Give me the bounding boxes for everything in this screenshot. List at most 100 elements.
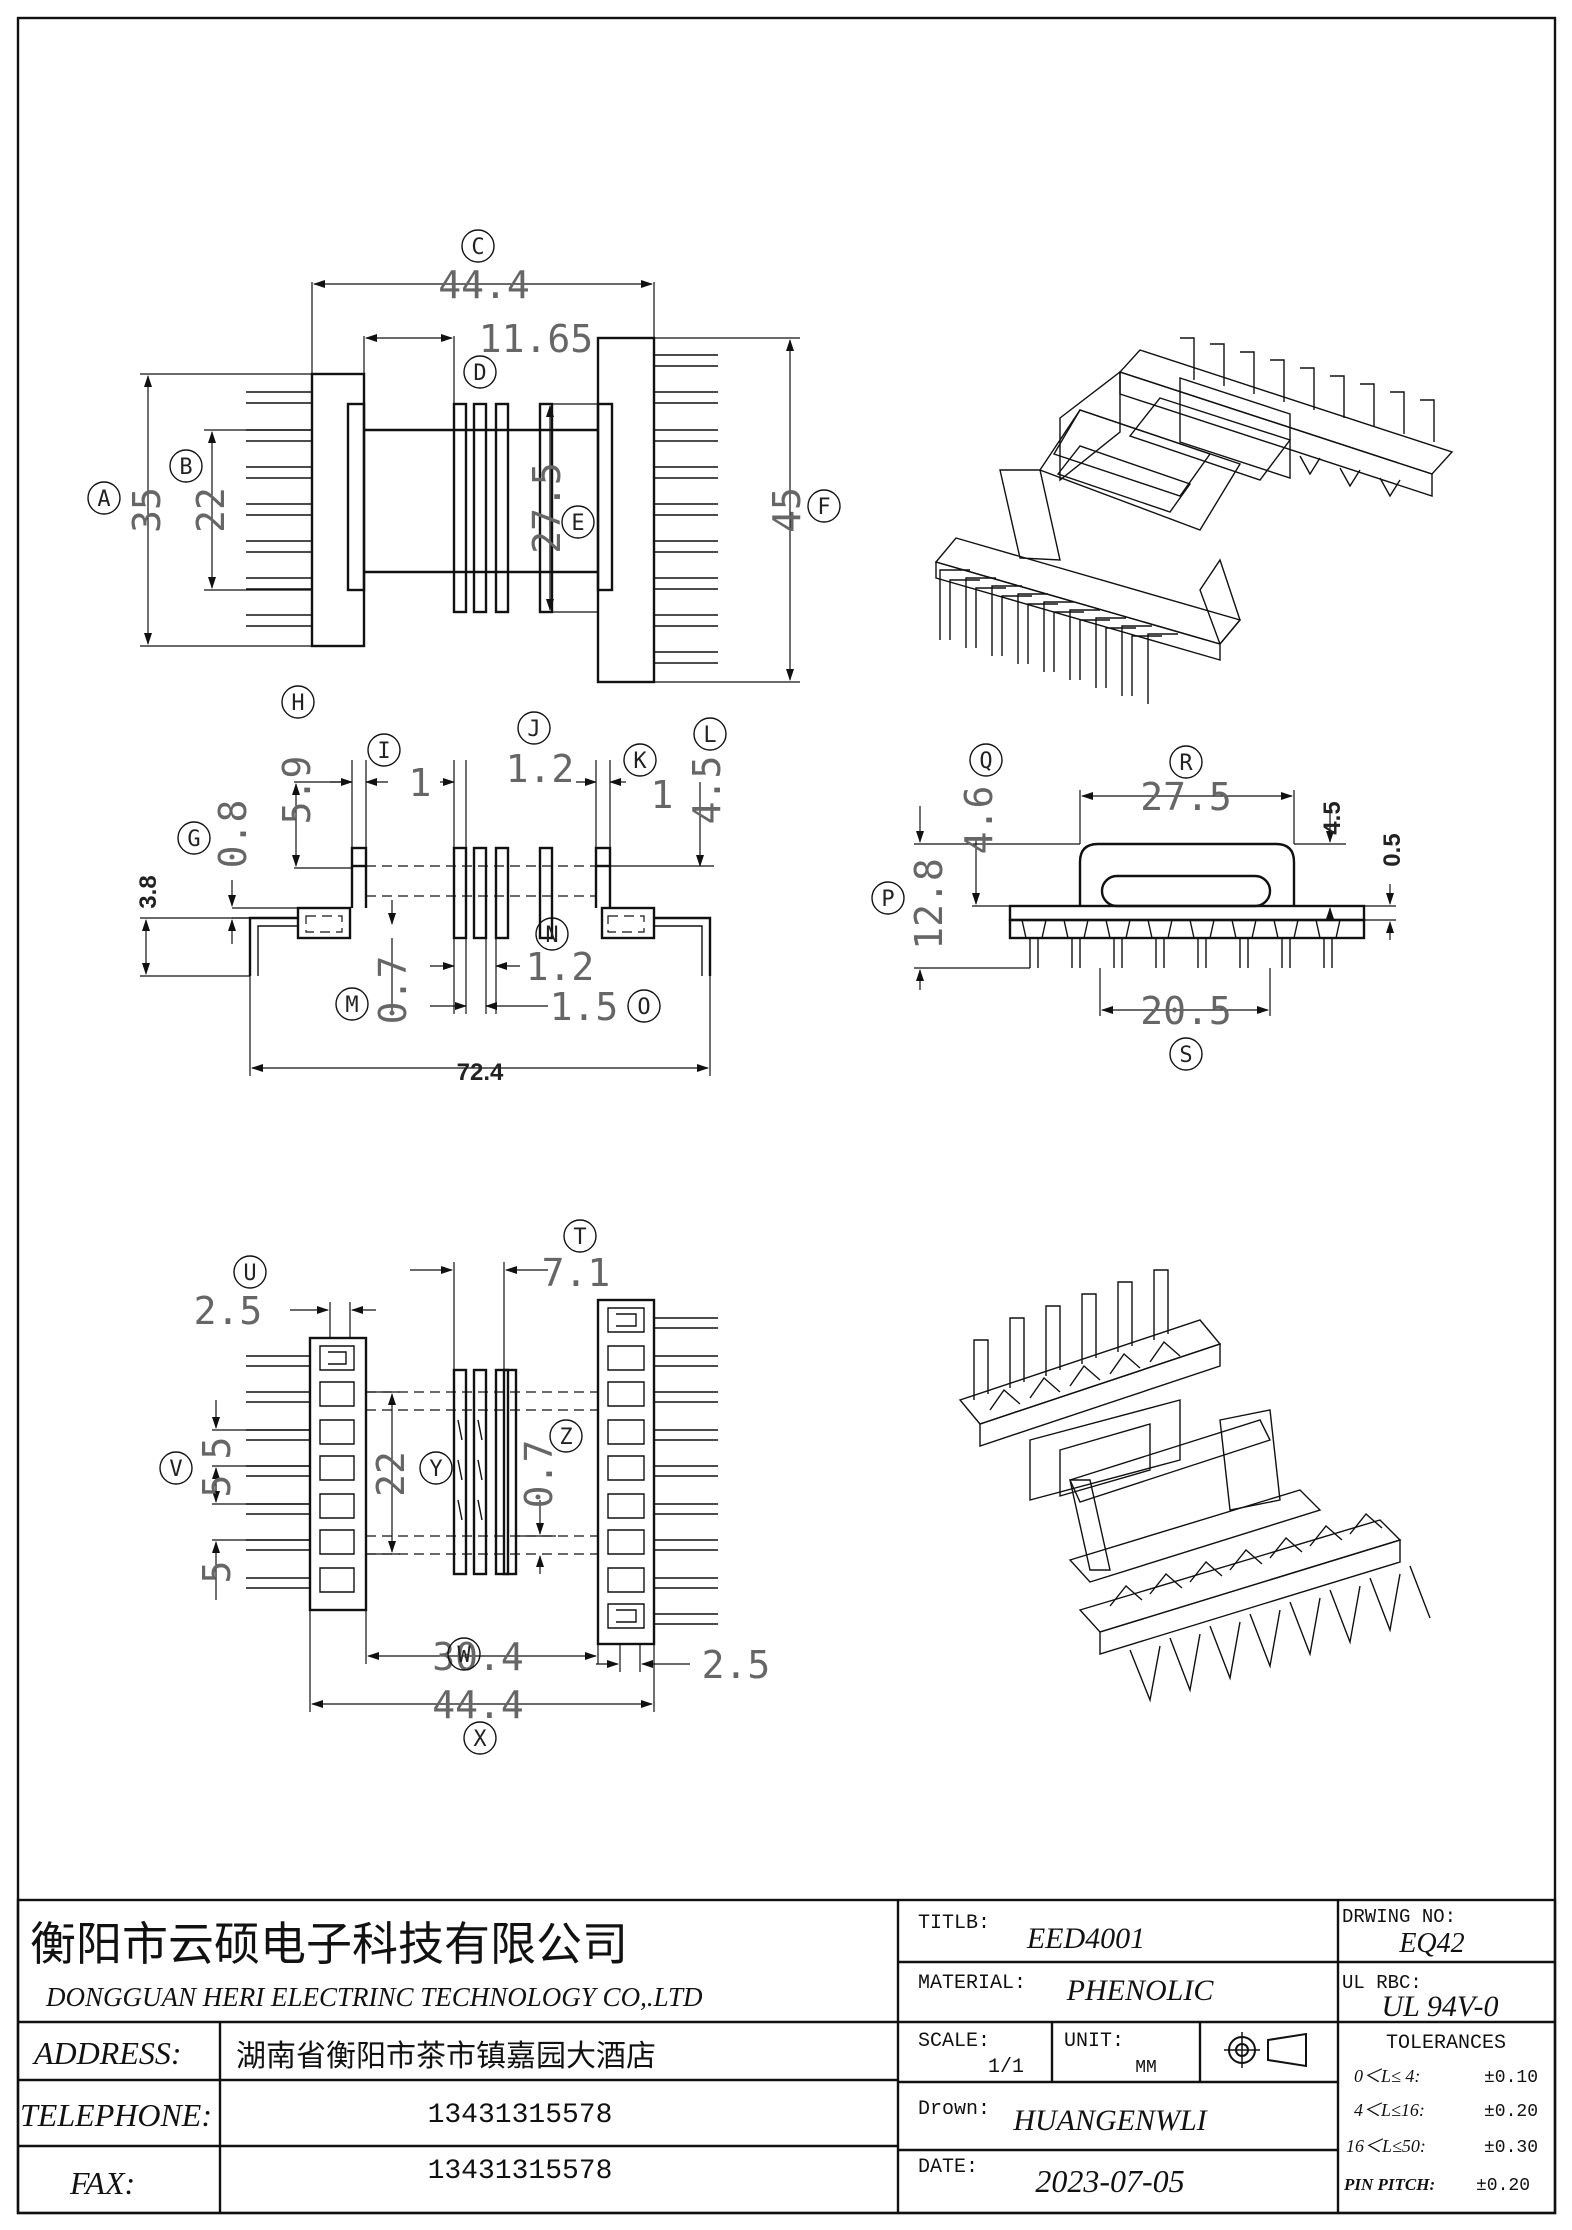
dim-x: 44.4 [432, 1683, 524, 1727]
label-x: X [463, 1721, 497, 1755]
dim-t1: 4.5 [1319, 801, 1346, 834]
dim-t2: 0.5 [1379, 833, 1406, 866]
dim-i: 1 [409, 761, 432, 805]
svg-text:G: G [187, 827, 200, 852]
label-e: E [561, 505, 595, 539]
dim-m: 0.7 [371, 956, 415, 1025]
ul-value: UL 94V-0 [1382, 1990, 1499, 2023]
label-m: M [335, 987, 369, 1021]
svg-text:I: I [377, 739, 390, 764]
label-b: B [169, 449, 203, 483]
tol3-range: 16＜L≤50: [1346, 2136, 1426, 2156]
svg-text:N: N [545, 923, 558, 948]
side-view: 5.9 0.8 1 1.2 1 4.5 0.7 1.2 1.5 3.8 72.4… [135, 685, 729, 1086]
label-a: A [87, 481, 121, 515]
unit-value: MM [1135, 2058, 1157, 2078]
date-value: 2023-07-05 [1035, 2163, 1184, 2199]
svg-text:Z: Z [559, 1425, 572, 1450]
svg-text:J: J [527, 717, 540, 742]
svg-text:T: T [573, 1225, 586, 1250]
svg-text:B: B [179, 455, 192, 480]
svg-text:D: D [473, 361, 486, 386]
dim-p: 12.8 [907, 858, 951, 950]
dim-s: 20.5 [1140, 989, 1232, 1033]
dim-u: 2.5 [194, 1289, 263, 1333]
dim-r: 27.5 [1140, 775, 1232, 819]
telephone-value: 13431315578 [428, 2100, 613, 2131]
pin-pitch-label: PIN PITCH: [1343, 2175, 1435, 2194]
drawing-border [16, 16, 1557, 2215]
svg-text:O: O [637, 995, 650, 1020]
unit-label: UNIT: [1064, 2030, 1124, 2053]
drawn-value: HUANGENWLI [1012, 2104, 1208, 2137]
title-label: TITLB: [918, 1912, 990, 1935]
scale-value: 1/1 [988, 2056, 1024, 2079]
dim-n: 1.2 [526, 945, 595, 989]
svg-text:X: X [473, 1727, 487, 1752]
svg-text:R: R [1179, 751, 1193, 776]
tol1-range: 0＜L≤ 4: [1354, 2066, 1420, 2086]
label-s: S [1169, 1037, 1203, 1071]
dim-l: 4.5 [685, 756, 729, 825]
dim-z: 0.7 [517, 1440, 561, 1509]
dim-c: 44.4 [438, 263, 530, 307]
dim-o: 1.5 [550, 985, 619, 1029]
label-n: N [535, 917, 569, 951]
tolerances-label: TOLERANCES [1386, 2032, 1506, 2055]
label-p: P [871, 881, 905, 915]
svg-text:P: P [881, 887, 894, 912]
svg-text:A: A [97, 487, 110, 512]
label-h: H [281, 685, 315, 719]
top-view: 44.4 11.65 35 22 27.5 45 A B C D E F [87, 229, 841, 684]
isometric-view-bottom [958, 1269, 1431, 1703]
tol3-value: ±0.30 [1484, 2138, 1538, 2158]
dim-q: 4.6 [957, 786, 1001, 855]
svg-text:S: S [1179, 1043, 1192, 1068]
label-v: V [159, 1451, 193, 1485]
label-d: D [463, 355, 497, 389]
tol2-value: ±0.20 [1484, 2102, 1538, 2122]
svg-text:F: F [817, 495, 830, 520]
svg-text:H: H [291, 691, 304, 716]
drawing-no-value: EQ42 [1398, 1928, 1464, 1959]
svg-text:Y: Y [429, 1457, 442, 1482]
svg-text:W: W [457, 1643, 471, 1668]
label-k: K [623, 743, 657, 777]
label-l: L [693, 717, 727, 751]
front-view: 27.5 12.8 4.6 20.5 4.5 0.5 P Q R S [871, 743, 1406, 1071]
isometric-view-top [934, 337, 1454, 704]
telephone-label: TELEPHONE: [20, 2097, 212, 2133]
dim-b: 22 [189, 487, 233, 533]
svg-text:E: E [571, 511, 584, 536]
pin-pitch-value: ±0.20 [1476, 2176, 1530, 2196]
dim-height: 3.8 [135, 875, 162, 908]
address-value: 湖南省衡阳市茶市镇嘉园大酒店 [236, 2040, 656, 2073]
label-r: R [1169, 745, 1203, 779]
dim-e: 27.5 [525, 462, 569, 554]
label-f: F [807, 489, 841, 523]
label-c: C [461, 229, 495, 263]
drawn-label: Drown: [918, 2098, 990, 2121]
title-value: EED4001 [1026, 1922, 1145, 1955]
label-q: Q [969, 743, 1003, 777]
svg-text:Q: Q [979, 749, 992, 774]
dim-a: 35 [125, 487, 169, 533]
label-j: J [517, 711, 551, 745]
scale-label: SCALE: [918, 2030, 990, 2053]
tol1-value: ±0.10 [1484, 2068, 1538, 2088]
ul-label: UL RBC: [1342, 1972, 1422, 1994]
svg-text:V: V [169, 1457, 182, 1482]
dim-w: 30.4 [432, 1635, 524, 1679]
label-g: G [177, 821, 211, 855]
dim-length: 72.4 [457, 1059, 504, 1086]
title-block: 衡阳市云硕电子科技有限公司 DONGGUAN HERI ELECTRINC TE… [16, 1898, 1557, 2215]
tol2-range: 4＜L≤16: [1354, 2100, 1425, 2120]
dim-k: 1 [651, 773, 674, 817]
dim-d: 11.65 [479, 317, 593, 361]
material-value: PHENOLIC [1066, 1974, 1215, 2007]
bottom-view: 7.1 2.5 5 5 5 22 0.7 30.4 44.4 2.5 T U V… [159, 1219, 770, 1755]
svg-text:C: C [471, 235, 484, 260]
dim-t: 7.1 [542, 1251, 611, 1295]
dim-h: 5.9 [275, 756, 319, 825]
